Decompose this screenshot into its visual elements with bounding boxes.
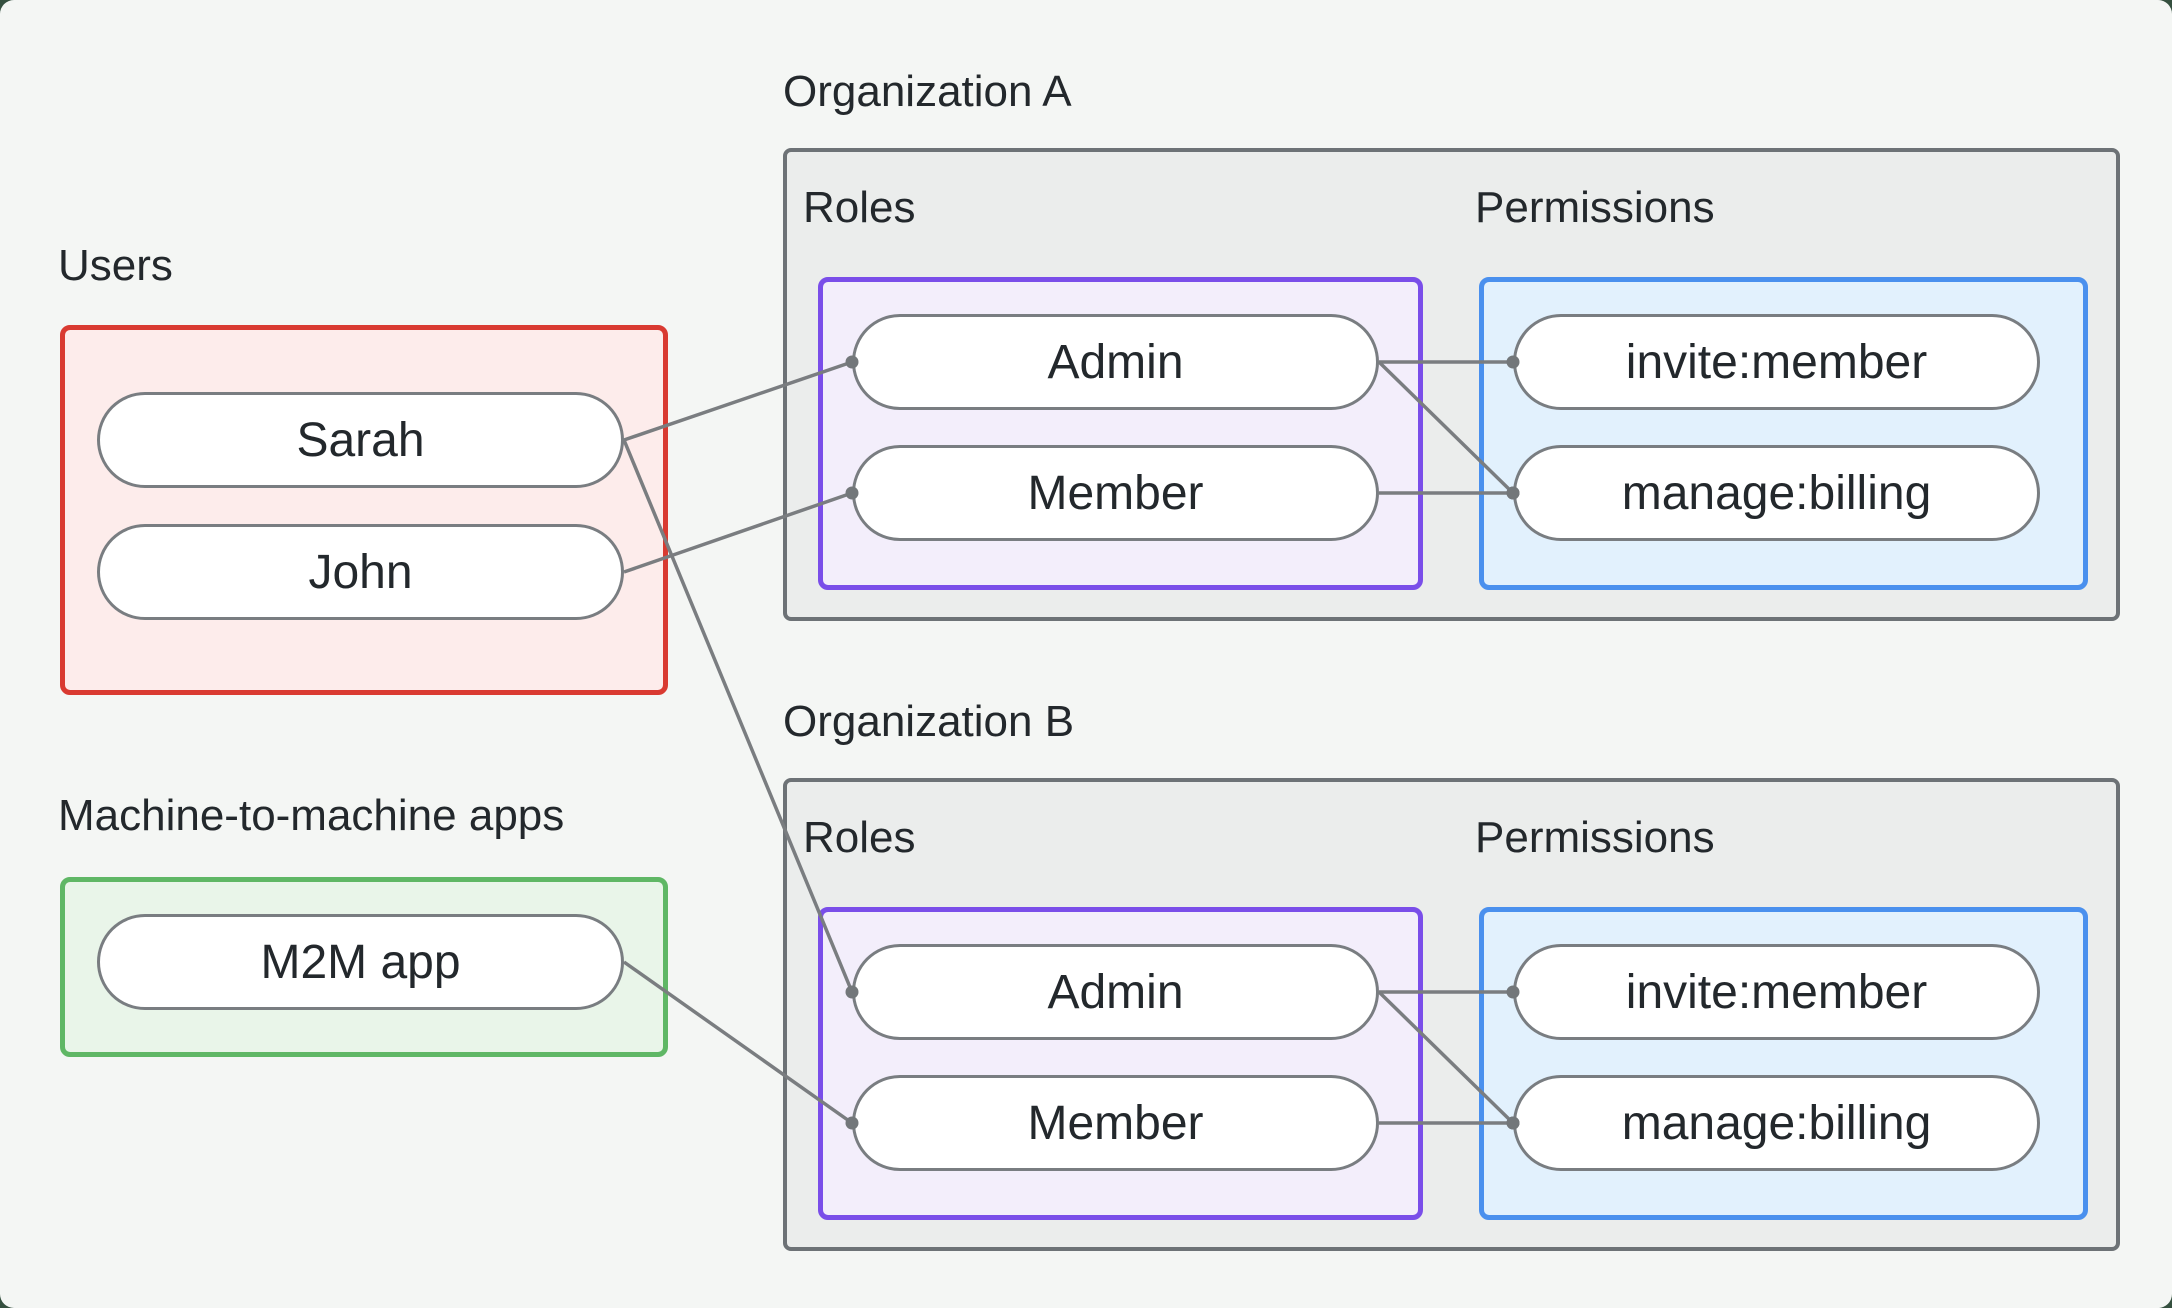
user-node-sarah-label: Sarah [296,413,425,467]
org-b-role-member: Member [852,1075,1379,1171]
m2m-group-label: Machine-to-machine apps [58,791,565,840]
user-node-john: John [97,524,624,620]
org-b-role-admin: Admin [852,944,1379,1040]
org-b-role-admin-label: Admin [1047,965,1184,1019]
org-b-title: Organization B [783,697,1075,746]
org-b-perm-billing: manage:billing [1513,1075,2040,1171]
user-node-john-label: John [308,545,413,599]
org-b-role-member-label: Member [1027,1096,1204,1150]
m2m-node-app: M2M app [97,914,624,1010]
org-a-permissions-label: Permissions [1475,183,1715,232]
org-a-perm-billing: manage:billing [1513,445,2040,541]
org-a-title: Organization A [783,67,1072,116]
org-a-role-admin: Admin [852,314,1379,410]
org-b-perm-invite-label: invite:member [1625,965,1928,1019]
org-a-role-member: Member [852,445,1379,541]
org-b-roles-label: Roles [803,813,916,862]
user-node-sarah: Sarah [97,392,624,488]
org-a-perm-invite: invite:member [1513,314,2040,410]
org-a-perm-invite-label: invite:member [1625,335,1928,389]
org-a-role-member-label: Member [1027,466,1204,520]
org-a-perm-billing-label: manage:billing [1621,466,1932,520]
org-b-perm-billing-label: manage:billing [1621,1096,1932,1150]
org-b-permissions-label: Permissions [1475,813,1715,862]
users-group-box [60,325,668,695]
org-b-perm-invite: invite:member [1513,944,2040,1040]
users-group-label: Users [58,241,173,290]
org-a-roles-label: Roles [803,183,916,232]
org-a-role-admin-label: Admin [1047,335,1184,389]
m2m-node-app-label: M2M app [260,935,461,989]
